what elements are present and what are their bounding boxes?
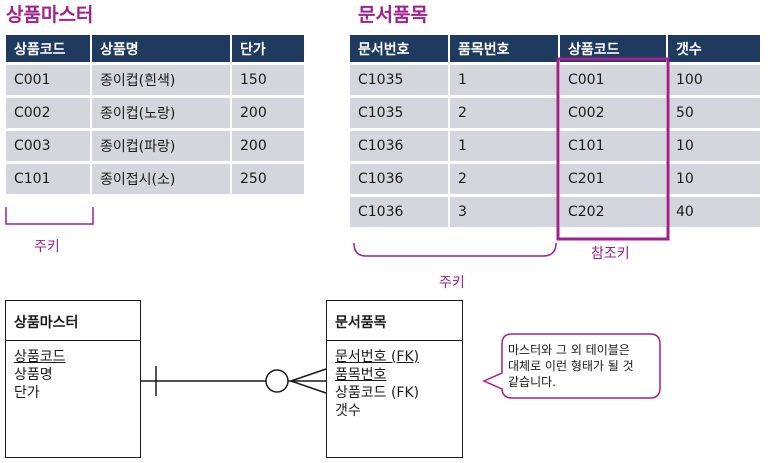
- entity-attribute-primary-key: 문서번호 (FK): [335, 349, 420, 365]
- product-master-table: 상품코드 상품명 단가 C001 종이컵(흰색) 150 C002 종이컵(노랑…: [4, 32, 306, 197]
- table-cell: 2: [450, 98, 558, 128]
- table-cell: 200: [232, 131, 304, 161]
- column-header: 갯수: [668, 35, 760, 62]
- primary-key-label: 주키: [34, 239, 60, 255]
- table-cell: C1036: [350, 164, 448, 194]
- table-cell: 10: [668, 131, 760, 161]
- table-row: C1036 3 C202 40: [350, 197, 760, 227]
- table-cell: 200: [232, 98, 304, 128]
- table-header-row: 상품코드 상품명 단가: [6, 35, 304, 62]
- primary-key-bracket: [5, 207, 94, 225]
- document-items-title: 문서품목: [358, 4, 428, 26]
- entity-attribute: 상품코드 (FK): [335, 385, 420, 401]
- callout-text: 마스터와 그 외 테이블은 대체로 이런 형태가 될 것 같습니다.: [508, 343, 634, 389]
- primary-key-label: 주키: [439, 275, 465, 291]
- table-cell: C1035: [350, 98, 448, 128]
- zero-cardinality-circle: [265, 369, 289, 393]
- table-cell: C002: [6, 98, 90, 128]
- table-cell: 3: [450, 197, 558, 227]
- many-cardinality-fork: [290, 368, 327, 382]
- column-header: 문서번호: [350, 35, 448, 62]
- entity-name: 문서품목: [327, 301, 462, 341]
- table-cell: C002: [560, 98, 666, 128]
- table-cell: C003: [6, 131, 90, 161]
- table-cell: C1036: [350, 131, 448, 161]
- product-master-title: 상품마스터: [6, 4, 94, 26]
- column-header: 상품코드: [560, 35, 666, 62]
- table-row: C1035 1 C001 100: [350, 65, 760, 95]
- entity-attributes: 상품코드 상품명 단가: [6, 341, 140, 402]
- many-cardinality-fork: [290, 380, 327, 394]
- column-header: 품목번호: [450, 35, 558, 62]
- table-cell: C001: [560, 65, 666, 95]
- column-header: 상품코드: [6, 35, 90, 62]
- entity-attribute-primary-key: 상품코드: [14, 349, 66, 365]
- table-cell: 100: [668, 65, 760, 95]
- table-cell: 10: [668, 164, 760, 194]
- table-cell: C101: [6, 164, 90, 194]
- column-header: 단가: [232, 35, 304, 62]
- document-items-table: 문서번호 품목번호 상품코드 갯수 C1035 1 C001 100 C1035…: [348, 32, 762, 230]
- table-cell: 40: [668, 197, 760, 227]
- table-cell: C202: [560, 197, 666, 227]
- entity-attributes: 문서번호 (FK) 품목번호 상품코드 (FK) 갯수: [327, 341, 462, 420]
- table-cell: 종이컵(노랑): [92, 98, 230, 128]
- entity-attribute: 단가: [14, 385, 40, 401]
- entity-attribute-primary-key: 품목번호: [335, 367, 387, 383]
- foreign-key-label: 참조키: [591, 246, 630, 262]
- table-cell: 1: [450, 131, 558, 161]
- entity-attribute-primary-key: 문서번호 (FK): [335, 348, 462, 366]
- table-row: C1036 2 C201 10: [350, 164, 760, 194]
- table-row: C101 종이접시(소) 250: [6, 164, 304, 194]
- entity-attribute: 갯수: [335, 403, 361, 419]
- table-row: C001 종이컵(흰색) 150: [6, 65, 304, 95]
- table-cell: 250: [232, 164, 304, 194]
- entity-name: 상품마스터: [6, 301, 140, 341]
- table-row: C1035 2 C002 50: [350, 98, 760, 128]
- table-cell: 종이접시(소): [92, 164, 230, 194]
- table-row: C1036 1 C101 10: [350, 131, 760, 161]
- table-cell: C201: [560, 164, 666, 194]
- table-header-row: 문서번호 품목번호 상품코드 갯수: [350, 35, 760, 62]
- table-cell: C1035: [350, 65, 448, 95]
- table-cell: C1036: [350, 197, 448, 227]
- table-row: C002 종이컵(노랑) 200: [6, 98, 304, 128]
- entity-attribute: 상품명: [14, 367, 53, 383]
- table-cell: 종이컵(흰색): [92, 65, 230, 95]
- table-cell: 50: [668, 98, 760, 128]
- master-entity: 상품마스터 상품코드 상품명 단가: [5, 300, 141, 458]
- table-cell: 150: [232, 65, 304, 95]
- table-cell: C001: [6, 65, 90, 95]
- column-header: 상품명: [92, 35, 230, 62]
- detail-entity: 문서품목 문서번호 (FK) 품목번호 상품코드 (FK) 갯수: [326, 300, 463, 458]
- table-cell: 종이컵(파랑): [92, 131, 230, 161]
- table-row: C003 종이컵(파랑) 200: [6, 131, 304, 161]
- table-cell: 2: [450, 164, 558, 194]
- primary-key-bracket: [353, 242, 557, 257]
- table-cell: 1: [450, 65, 558, 95]
- table-cell: C101: [560, 131, 666, 161]
